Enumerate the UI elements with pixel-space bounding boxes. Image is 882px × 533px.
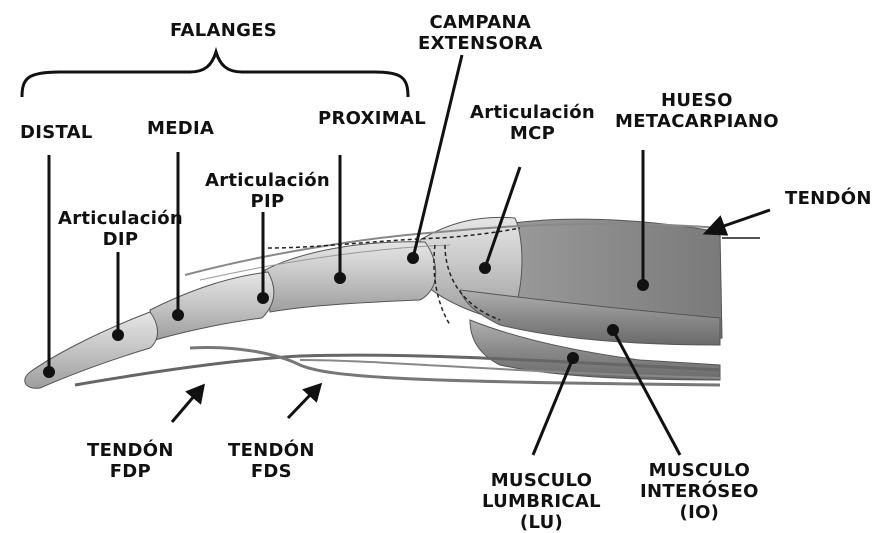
articulacion-mcp-label: Articulación MCP: [470, 102, 595, 144]
proximal-text: PROXIMAL: [318, 108, 426, 129]
fdp-text-1: TENDÓN: [87, 440, 174, 461]
falanges-brace: [22, 52, 408, 97]
articulacion-dip-label: Articulación DIP: [58, 208, 183, 250]
fds-arrow-shaft: [288, 393, 312, 418]
campana-text-2: EXTENSORA: [418, 33, 543, 54]
fds-text-2: FDS: [228, 461, 315, 482]
falanges-text: FALANGES: [170, 20, 277, 41]
media-dot: [172, 309, 184, 321]
pip-text-2: PIP: [205, 191, 330, 212]
distal-label: DISTAL: [20, 122, 93, 143]
proximal-dot: [334, 272, 346, 284]
pip-text-1: Articulación: [205, 170, 330, 191]
pip-dot: [257, 292, 269, 304]
tendon-text: TENDÓN: [785, 188, 872, 209]
proximal-label: PROXIMAL: [318, 108, 426, 129]
interoseo-text-1: MUSCULO: [640, 460, 759, 481]
falanges-label: FALANGES: [170, 20, 277, 41]
mcp-text-1: Articulación: [470, 102, 595, 123]
distal-dot: [43, 366, 55, 378]
campana-text-1: CAMPANA: [418, 12, 543, 33]
mcp-text-2: MCP: [470, 123, 595, 144]
interoseo-dot: [607, 324, 619, 336]
tendon-arrow-head: [706, 218, 726, 234]
musculo-lumbrical-label: MUSCULO LUMBRICAL (LU): [482, 470, 601, 533]
tendon-fds-label: TENDÓN FDS: [228, 440, 315, 482]
hueso-metacarpiano-label: HUESO METACARPIANO: [615, 90, 779, 132]
mcp-dot: [479, 262, 491, 274]
dip-dot: [112, 329, 124, 341]
tendon-fdp-label: TENDÓN FDP: [87, 440, 174, 482]
media-text: MEDIA: [147, 118, 214, 139]
lumbrical-dot: [567, 352, 579, 364]
lumbrical-text-2: LUMBRICAL: [482, 491, 601, 512]
dip-text-2: DIP: [58, 229, 183, 250]
campana-extensora-label: CAMPANA EXTENSORA: [418, 12, 543, 54]
fdp-text-2: FDP: [87, 461, 174, 482]
fds-text-1: TENDÓN: [228, 440, 315, 461]
campana-dot: [407, 252, 419, 264]
metacarpal-dot: [637, 279, 649, 291]
lumbrical-text-1: MUSCULO: [482, 470, 601, 491]
middle-phalanx: [150, 272, 274, 340]
fdp-arrow-shaft: [172, 395, 195, 422]
articulacion-pip-label: Articulación PIP: [205, 170, 330, 212]
dip-text-1: Articulación: [58, 208, 183, 229]
interoseo-pointer: [613, 330, 680, 455]
tendon-label: TENDÓN: [785, 188, 872, 209]
interoseo-text-3: (IO): [640, 502, 759, 523]
tendon-arrow-shaft: [718, 210, 770, 228]
distal-phalanx: [25, 312, 158, 388]
hueso-text-1: HUESO: [615, 90, 779, 111]
musculo-interoseo-label: MUSCULO INTERÓSEO (IO): [640, 460, 759, 523]
distal-text: DISTAL: [20, 122, 93, 143]
hueso-text-2: METACARPIANO: [615, 111, 779, 132]
lumbrical-text-3: (LU): [482, 512, 601, 533]
media-label: MEDIA: [147, 118, 214, 139]
interoseo-text-2: INTERÓSEO: [640, 481, 759, 502]
